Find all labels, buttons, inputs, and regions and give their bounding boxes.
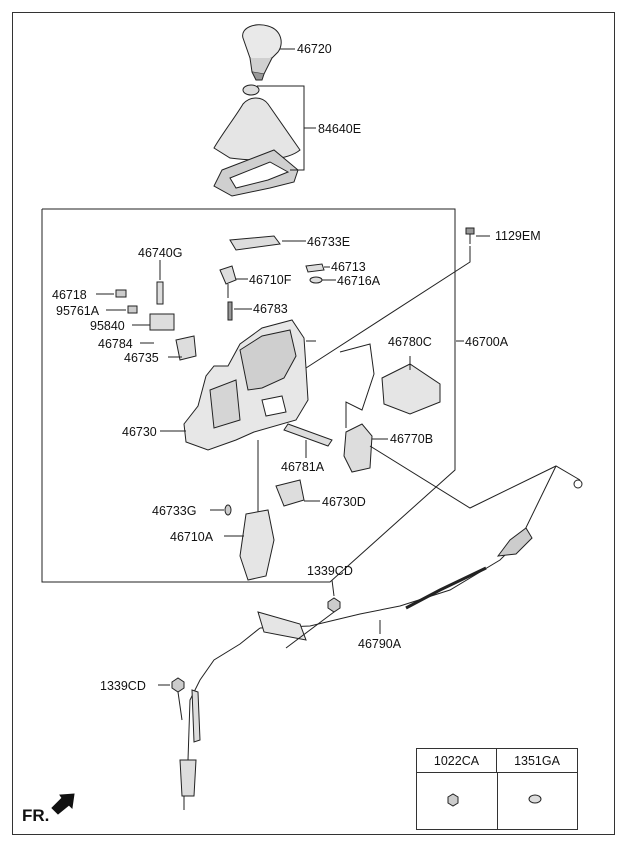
part-label-46740G: 46740G [138, 246, 183, 260]
nut-icon-1022CA [447, 793, 459, 807]
part-label-46735: 46735 [124, 351, 159, 365]
part-label-46720: 46720 [297, 42, 332, 56]
legend-header-1022CA: 1022CA [417, 749, 497, 773]
part-label-46784: 46784 [98, 337, 133, 351]
part-label-46716A: 46716A [337, 274, 381, 288]
part-label-46710F: 46710F [249, 273, 292, 287]
shift-cable-drawing [179, 465, 583, 810]
washer-icon-1351GA [528, 794, 542, 804]
legend-table: 1022CA 1351GA [416, 748, 578, 830]
shift-knob-drawing [242, 24, 282, 81]
part-label-46718: 46718 [52, 288, 87, 302]
part-label-46730D: 46730D [322, 495, 366, 509]
boot-drawing [213, 84, 301, 197]
part-label-46790A: 46790A [358, 637, 402, 651]
part-label-84640E: 84640E [318, 122, 362, 136]
part-label-46733E: 46733E [307, 235, 351, 249]
part-label-46713: 46713 [331, 260, 366, 274]
part-label-46781A: 46781A [281, 460, 325, 474]
cover-drawing [229, 235, 281, 251]
legend-header-1351GA: 1351GA [497, 749, 577, 773]
part-label-46783: 46783 [253, 302, 288, 316]
part-label-1339CD-top: 1339CD [307, 564, 353, 578]
part-label-46700A: 46700A [465, 335, 509, 349]
part-label-46780C: 46780C [388, 335, 432, 349]
part-label-1339CD-left: 1339CD [100, 679, 146, 693]
lever-drawing [343, 423, 373, 473]
cable-bracket-drawing [339, 343, 441, 428]
legend-divider [497, 773, 498, 829]
part-label-46733G: 46733G [152, 504, 197, 518]
part-label-46770B: 46770B [390, 432, 434, 446]
part-label-1129EM: 1129EM [495, 229, 541, 243]
part-label-95761A: 95761A [56, 304, 100, 318]
bolt-drawing [465, 227, 475, 244]
front-direction-label: FR. [22, 806, 50, 825]
assembly-outline [41, 208, 456, 583]
diagram-frame [12, 12, 615, 835]
shifter-base-drawing [183, 319, 309, 451]
part-label-46730: 46730 [122, 425, 157, 439]
part-label-46710A: 46710A [170, 530, 214, 544]
part-label-95840: 95840 [90, 319, 125, 333]
front-arrow-icon [51, 793, 75, 815]
shift-rod-drawing [239, 440, 275, 581]
